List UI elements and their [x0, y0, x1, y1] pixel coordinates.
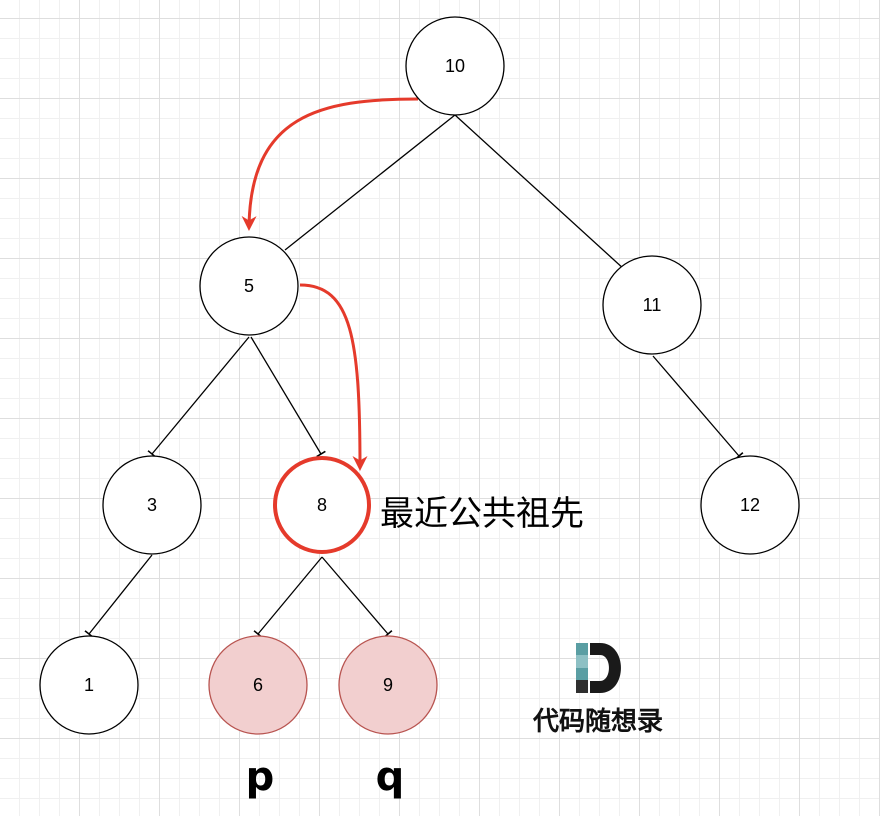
edge-10-11	[454, 114, 626, 271]
brand-name: 代码随想录	[532, 706, 663, 737]
edge-5-3	[147, 336, 250, 458]
node-label: 8	[317, 495, 327, 515]
node-label: 9	[383, 675, 393, 695]
node-label: 12	[740, 495, 760, 515]
edge-3-1	[84, 554, 153, 638]
tree-node-1: 1	[39, 635, 139, 735]
node-label: 10	[445, 56, 465, 76]
arrow-10-to-5	[241, 97, 419, 231]
search-path	[241, 97, 419, 471]
tree-node-10: 10	[405, 16, 505, 116]
d-logo-icon	[576, 643, 621, 693]
node-label: 6	[253, 675, 263, 695]
node-label: 3	[147, 495, 157, 515]
p-label: p	[246, 754, 275, 800]
arrow-5-to-8	[299, 283, 368, 471]
edge-8-9	[321, 556, 393, 638]
tree-node-8-ancestor: 8	[273, 456, 371, 554]
tree-node-9-q: 9	[338, 635, 438, 735]
ancestor-caption: 最近公共祖先	[380, 494, 584, 534]
tree-node-11: 11	[602, 255, 702, 355]
node-label: 11	[643, 295, 662, 315]
tree-node-12: 12	[700, 455, 800, 555]
tree-edges	[84, 114, 744, 638]
node-label: 5	[244, 276, 254, 296]
edge-5-8	[250, 336, 326, 458]
tree-node-5: 5	[199, 236, 299, 336]
edge-8-6	[253, 556, 323, 638]
node-label: 1	[84, 675, 94, 695]
tree-node-6-p: 6	[208, 635, 308, 735]
q-label: q	[376, 754, 405, 800]
edge-11-12	[652, 355, 744, 460]
tree-node-3: 3	[102, 455, 202, 555]
edge-10-5	[284, 114, 456, 251]
